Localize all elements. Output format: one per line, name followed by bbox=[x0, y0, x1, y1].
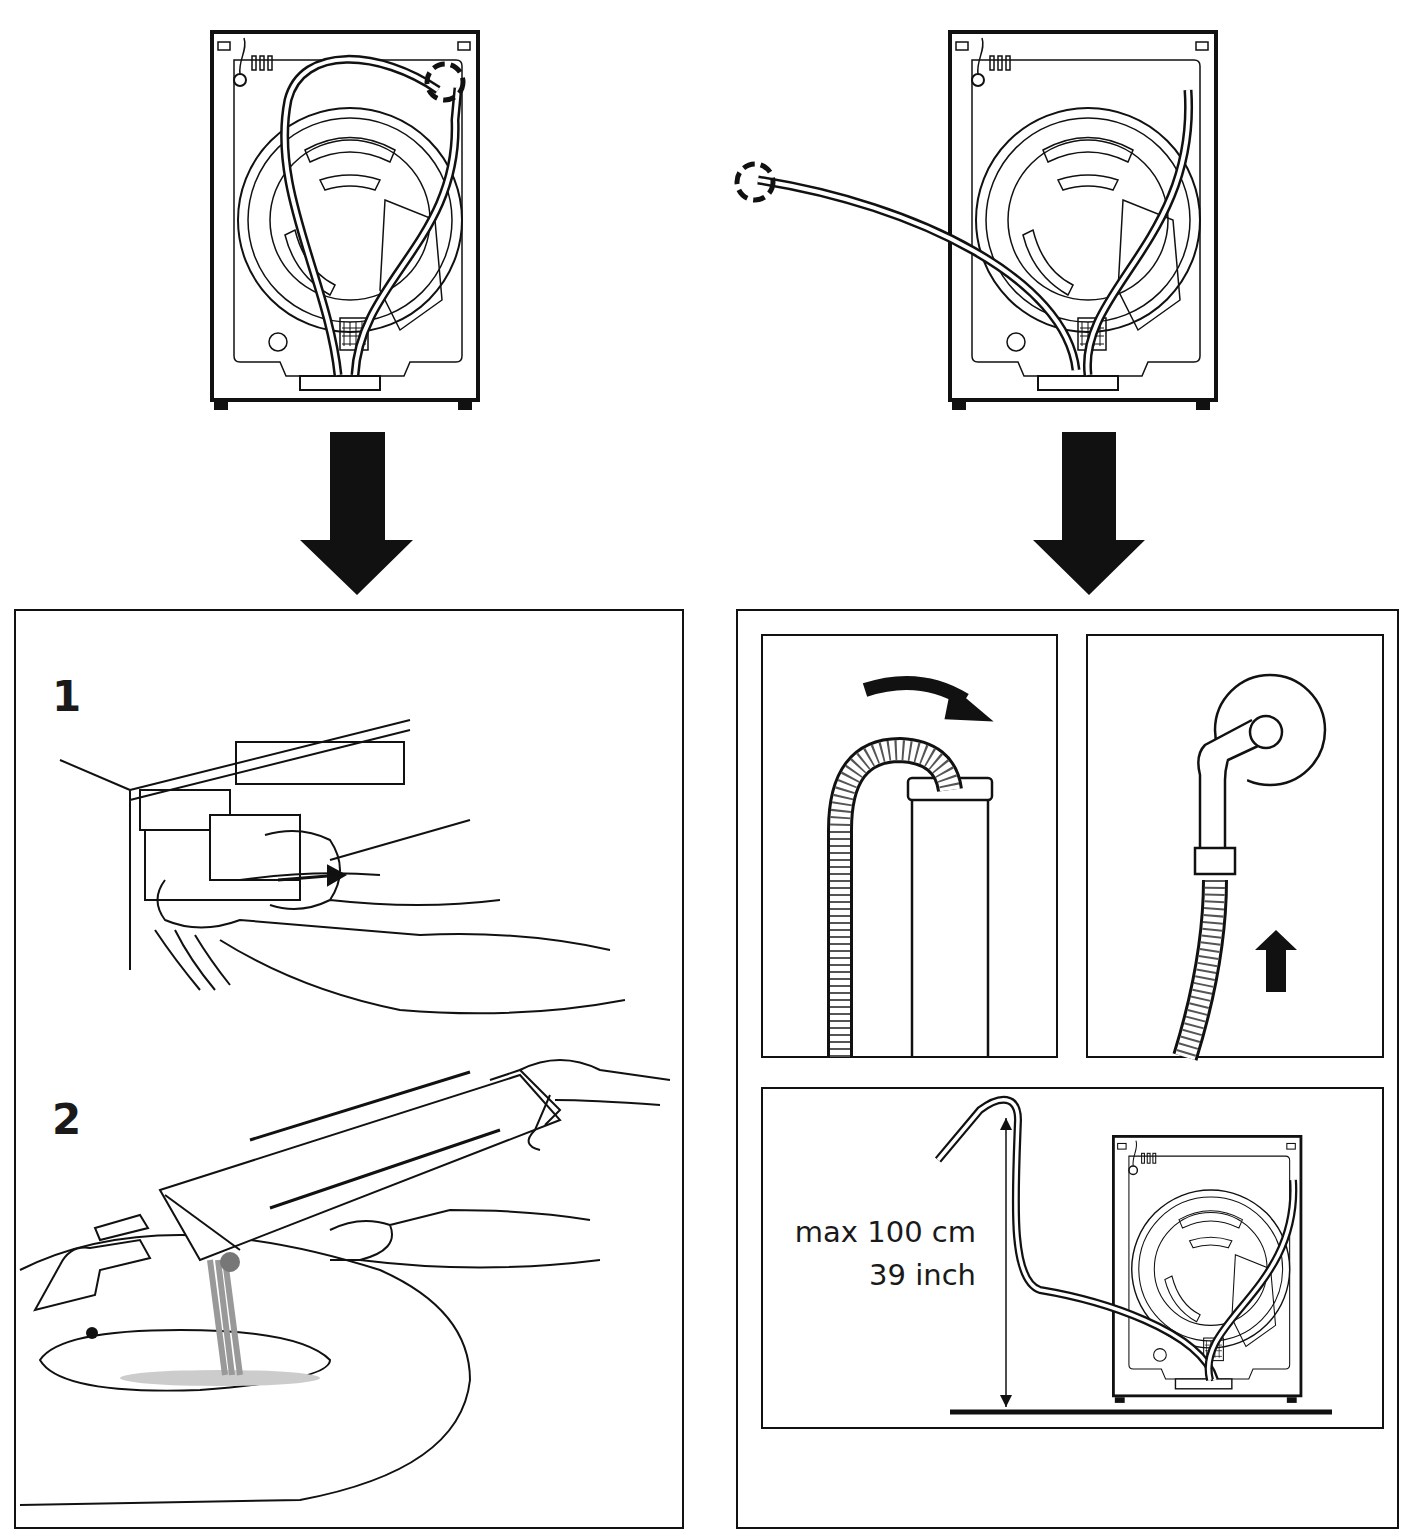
panel bbox=[1087, 635, 1383, 1057]
step-number: 2 bbox=[52, 1095, 81, 1144]
down-arrow bbox=[300, 432, 413, 595]
highlight bbox=[427, 64, 463, 100]
down-arrow bbox=[1033, 432, 1145, 595]
wall-outlet bbox=[1185, 675, 1325, 1057]
panel bbox=[15, 610, 683, 1528]
panel bbox=[762, 635, 1057, 1057]
hose bbox=[758, 90, 1189, 375]
hose bbox=[285, 59, 458, 375]
dimension-label: max 100 cm bbox=[795, 1215, 976, 1249]
highlight bbox=[737, 164, 773, 200]
washer-back bbox=[212, 32, 478, 410]
dimension-label: 39 inch bbox=[869, 1258, 976, 1292]
standpipe bbox=[840, 683, 992, 1057]
panel bbox=[762, 1088, 1383, 1428]
panel bbox=[737, 610, 1398, 1528]
height-limit bbox=[938, 1100, 1332, 1412]
drawer-removal bbox=[60, 720, 625, 1013]
washer-back bbox=[950, 32, 1216, 410]
drawer-rinse bbox=[20, 1060, 670, 1505]
step-number: 1 bbox=[52, 672, 81, 721]
